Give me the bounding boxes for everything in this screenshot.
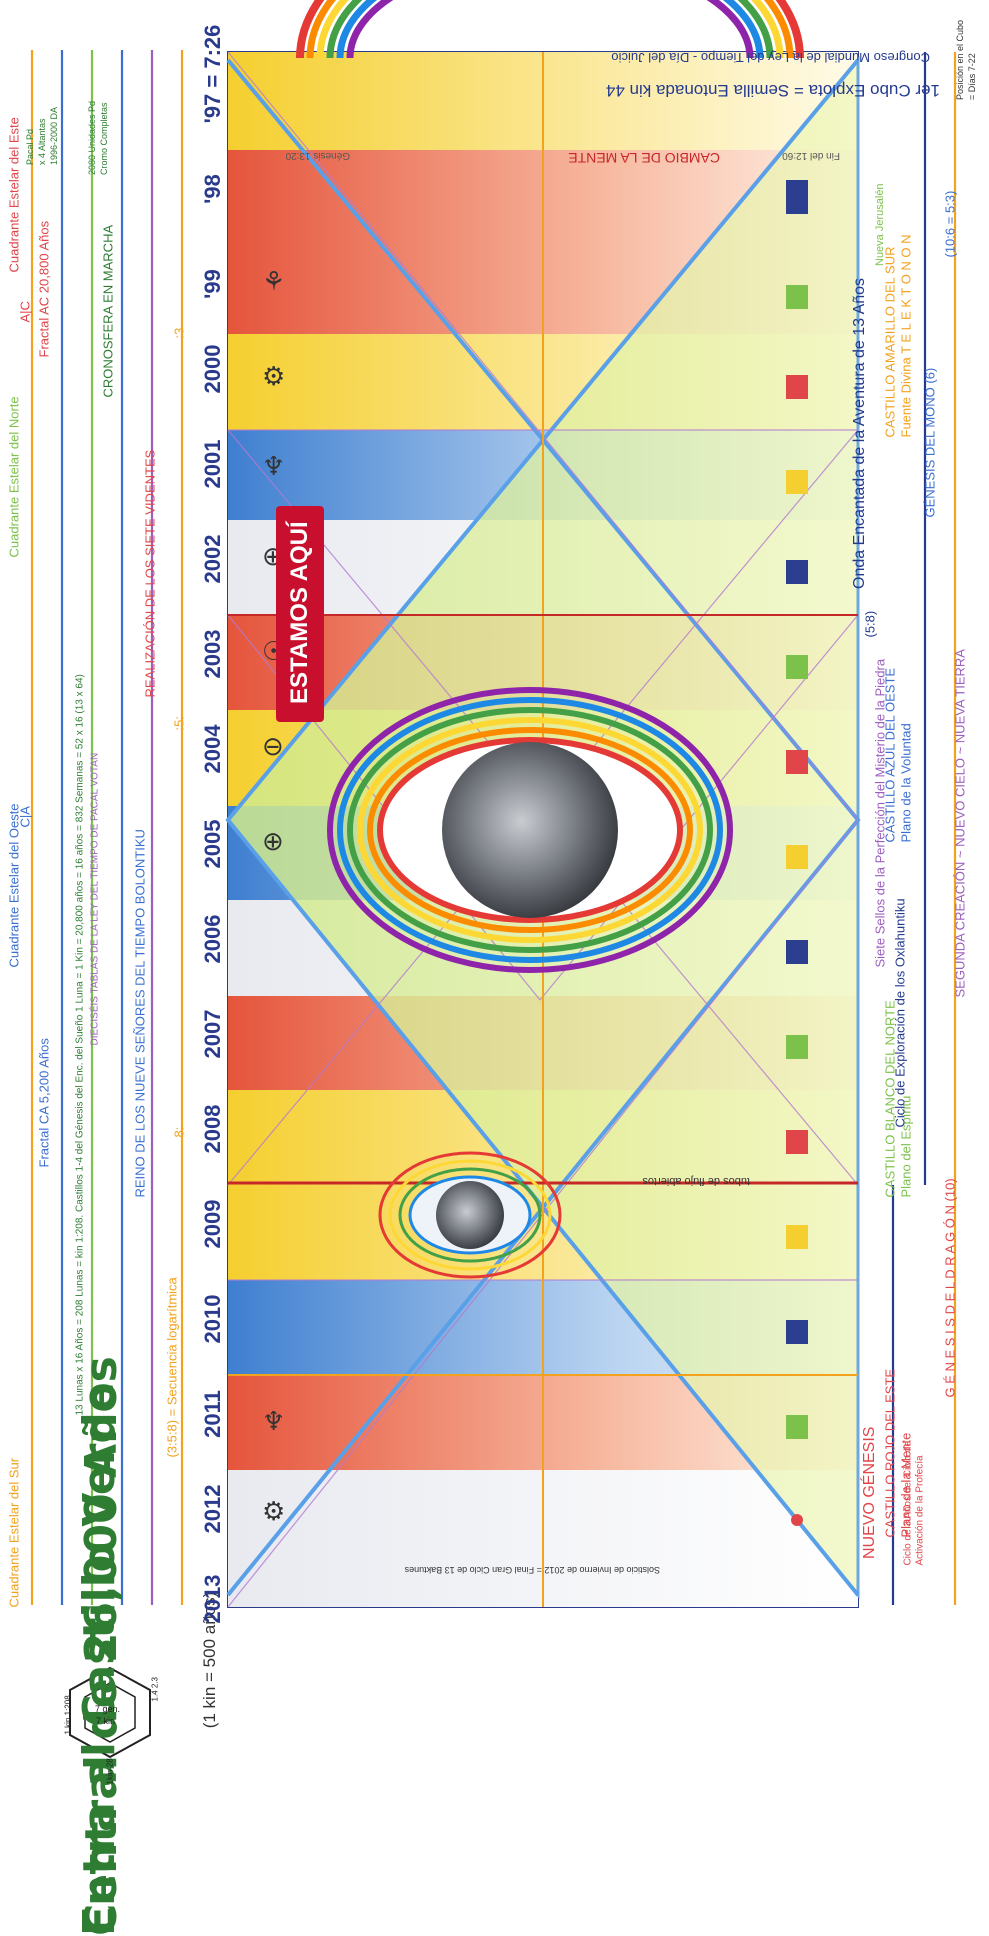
diagram-stage: ⚘ ⚙ ♆ ⊕ ☉ ⊖ ⊕ ♆ ⚙: [0, 0, 989, 1790]
castillo-diagram-svg: ⚘ ⚙ ♆ ⊕ ☉ ⊖ ⊕ ♆ ⚙: [0, 0, 989, 1790]
label-posicion-2: = Días 7-22: [967, 0, 977, 100]
label-genesis-ref: Génesis 13:20: [230, 150, 350, 161]
glyph-2011-icon: ⚘: [262, 267, 285, 297]
label-seq-3: :3: [172, 309, 187, 339]
label-tubos: tubos de flujo abiertos: [550, 1175, 750, 1187]
year-label: 2005: [200, 809, 226, 879]
year-label: 2000: [200, 334, 226, 404]
label-secuencia: (3:5:8) = Secuencia logarítmica: [165, 1238, 180, 1458]
year-label: '99: [200, 249, 226, 319]
label-ciclo-exploracion: Ciclo de Exploración de los Oxlahuntiku: [893, 788, 908, 1128]
year-label: 2001: [200, 429, 226, 499]
label-tablas-ley: DIECISÉIS TABLAS DE LA LEY DEL TIEMPO DE…: [90, 626, 101, 1046]
glyph-2005-icon: ⊕: [262, 827, 284, 857]
year-label: 2003: [200, 619, 226, 689]
year-label: 2006: [200, 904, 226, 974]
year-label: '97 = 7:26: [200, 9, 226, 139]
label-solsticio: Solsticio de Invierno de 2012 = Final Gr…: [300, 1565, 660, 1575]
label-nuevo-genesis: NUEVO GÉNESIS: [861, 1379, 879, 1559]
year-label: 2004: [200, 714, 226, 784]
bar-dot-markers: [786, 180, 808, 1526]
label-segunda-creacion: SEGUNDA CREACIÓN ~ NUEVO CIELO ~ NUEVA T…: [953, 538, 968, 998]
hex-center-1: 7 gen.: [95, 1704, 120, 1714]
label-seq-8: 8:: [172, 1108, 187, 1138]
label-genesis-dragon: G É N E S I S D E L D R A G Ó N (10): [943, 1018, 958, 1398]
label-units-1: 2080 Unidades Pd: [87, 55, 97, 175]
label-pacal-1: Pacal Pd: [25, 65, 35, 165]
earth-large: [330, 690, 730, 970]
label-seq-5: :5:: [172, 701, 187, 731]
label-ratio-1063: (10:6 = 5:3): [943, 158, 958, 258]
label-fractal-ca: Fractal CA 5,200 Años: [37, 968, 52, 1168]
glyph-98-icon: ♆: [262, 1407, 285, 1437]
estamos-aqui-badge: ESTAMOS AQUÍ: [276, 506, 324, 722]
label-fin-del: Fin del 12:60: [720, 150, 840, 161]
label-castillo-rojo: CASTILLO ROJO DEL ESTE: [883, 1278, 898, 1538]
label-c-a: C|A: [18, 788, 33, 828]
label-nueva-jerusalen: Nueva Jerusalén: [874, 126, 886, 266]
label-congreso: Congreso Mundial de la Ley del Tiempo - …: [510, 50, 930, 65]
label-cuadrante-este: Cuadrante Estelar del Este: [7, 73, 22, 273]
label-genesis-mono: GÉNESIS DEL MONO (6): [923, 338, 938, 518]
label-ratio-58: (5:8): [863, 578, 878, 638]
label-lunas-line: 13 Lunas x 16 Años = 208 Lunas = kin 1:2…: [75, 456, 86, 1416]
year-label: 2010: [200, 1284, 226, 1354]
year-label: 2011: [200, 1379, 226, 1449]
label-fractal-ac: Fractal AC 20,800 Años: [37, 158, 52, 358]
glyph-2006-icon: ⊖: [262, 732, 284, 762]
label-cronosfera: CRONOSFERA EN MARCHA: [101, 218, 116, 398]
glyph-2009-icon: ♆: [262, 452, 285, 482]
year-label: 2013: [200, 1564, 226, 1634]
hex-side-a: 1.4 2.3: [151, 1652, 160, 1702]
label-a-c: A|C: [18, 283, 33, 323]
label-realizacion: REALIZACIÓN DE LOS SIETE VIDENTES: [143, 318, 158, 698]
glyph-97-icon: ⚙: [262, 1497, 285, 1527]
label-cambio-mente: CAMBIO DE LA MENTE: [380, 150, 720, 166]
glyph-2010-icon: ⚙: [262, 362, 285, 392]
year-label: 2012: [200, 1474, 226, 1544]
label-cubo-explota: 1er Cubo Explota = Semilla Entonada kin …: [500, 80, 940, 100]
year-label: 2002: [200, 524, 226, 594]
label-ciclo-3: Ciclo de 3 Años del Ciclo de: [903, 1366, 914, 1566]
year-label: '98: [200, 154, 226, 224]
year-label: 2007: [200, 999, 226, 1069]
year-label: 2009: [200, 1189, 226, 1259]
label-fuente-divina: Fuente Divina T E L E K T O N O N: [899, 178, 914, 438]
label-cuadrante-norte: Cuadrante Estelar del Norte: [7, 358, 22, 558]
label-reino-nueve: REINO DE LOS NUEVE SEÑORES DEL TIEMPO BO…: [133, 818, 148, 1198]
label-pacal-3: 1996-2000 DA: [49, 65, 59, 165]
label-activacion: Activación de la Profecía: [915, 1366, 926, 1566]
label-posicion-1: Posición en el Cubo: [955, 0, 965, 100]
hex-side-c: 1kin-28: [106, 1725, 115, 1785]
label-onda-encantada: Onda Encantada de la Aventura de 13 Años: [851, 209, 869, 589]
label-pacal-2: x 4 Altantas: [37, 65, 47, 165]
year-label: 2008: [200, 1094, 226, 1164]
hex-side-b: 1 kin 1:208: [64, 1675, 73, 1735]
label-units-2: Cromo Completas: [99, 55, 109, 175]
label-cuadrante-sur: Cuadrante Estelar del Sur: [7, 1408, 22, 1608]
